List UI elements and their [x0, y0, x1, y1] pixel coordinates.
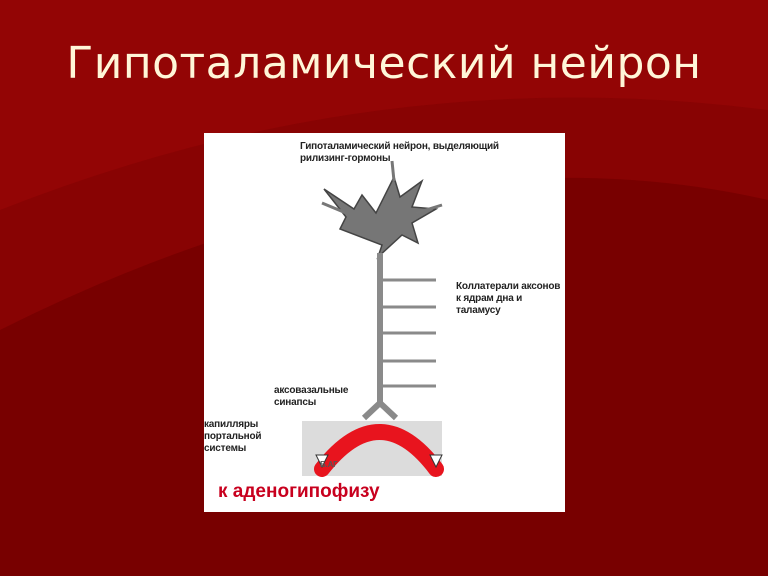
label-capillaries-line2: портальной	[204, 431, 262, 442]
neuron-diagram: Гипоталамический нейрон, выделяющий рили…	[204, 133, 565, 512]
label-neuron-line2: рилизинг-гормоны	[300, 153, 391, 164]
label-capillaries-line1: капилляры	[204, 419, 259, 430]
axon-collaterals	[380, 278, 436, 388]
label-synapses: аксовазальные синапсы	[274, 385, 348, 409]
label-collaterals-line1: Коллатерали аксонов	[456, 281, 561, 292]
label-collaterals-line3: таламусу	[456, 305, 501, 316]
axon	[361, 253, 399, 421]
dendrite-right	[415, 203, 443, 215]
slide-title: Гипоталамический нейрон	[66, 38, 702, 89]
neuron-drawing	[302, 160, 444, 477]
label-capillaries-line3: системы	[204, 443, 247, 454]
label-synapses-line2: синапсы	[274, 397, 317, 408]
label-collaterals: Коллатерали аксонов к ядрам дна и таламу…	[456, 281, 560, 317]
arrow-left-icon	[315, 454, 329, 469]
arrow-right-icon	[429, 454, 443, 469]
capillary-arc	[314, 424, 444, 477]
label-synapses-line1: аксовазальные	[274, 385, 349, 396]
label-neuron: Гипоталамический нейрон, выделяющий рили…	[300, 141, 499, 165]
label-capillaries: капилляры портальной системы	[204, 419, 262, 455]
neuron-soma	[323, 174, 439, 260]
label-collaterals-line2: к ядрам дна и	[456, 293, 523, 304]
caption: к аденогипофизу	[218, 481, 380, 502]
dendrite-left	[321, 201, 347, 215]
label-tag: Б.АГ	[320, 460, 338, 469]
label-neuron-line1: Гипоталамический нейрон, выделяющий	[300, 141, 499, 152]
dendrite-top	[390, 160, 396, 182]
